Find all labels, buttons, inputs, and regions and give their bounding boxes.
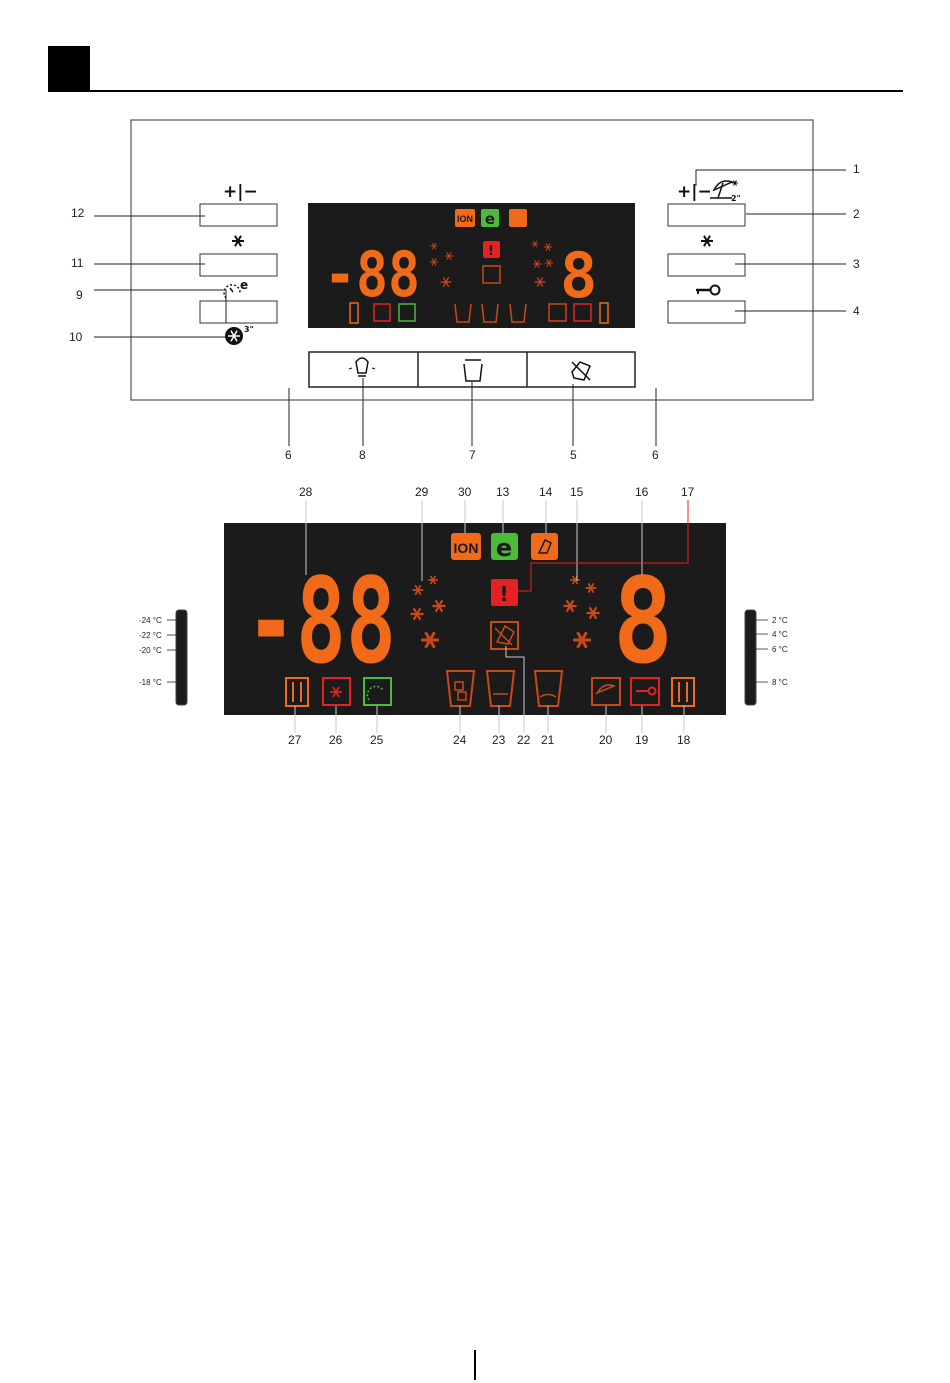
snowflake-icon [701,236,713,246]
callouts-detail-top: 28 29 30 13 14 15 16 17 [299,485,695,499]
control-panel: +|− e 3" +|− 2" [131,120,813,400]
ice-maker-off-icon [531,533,558,560]
callout-24: 24 [453,733,467,747]
callout-6-left: 6 [285,448,292,462]
detail-freezer-digits: -88 [246,552,396,690]
callout-7: 7 [469,448,476,462]
vacation-umbrella-icon: 2" [710,180,741,203]
quick-freeze-3s-icon: 3" [225,325,254,345]
svg-text:3": 3" [244,325,254,334]
snowflake-icon [232,236,244,246]
ice-maker-icon [509,209,527,227]
fridge-scale-label-1: 2 °C [772,616,788,625]
detail-eco-label: e [496,534,512,562]
svg-text:2": 2" [731,194,741,203]
callout-20: 20 [599,733,613,747]
eco-clock-icon: e [224,278,248,298]
callout-21: 21 [541,733,555,747]
callout-26: 26 [329,733,343,747]
callout-10: 10 [69,330,83,344]
callout-9: 9 [76,288,83,302]
callout-8: 8 [359,448,366,462]
freezer-scale-bar [176,610,187,705]
callout-4: 4 [853,304,860,318]
detail-alarm-label: ! [499,582,508,606]
callout-2: 2 [853,207,860,221]
fridge-scale-label-4: 8 °C [772,678,788,687]
callout-6-right: 6 [652,448,659,462]
callout-30: 30 [458,485,472,499]
callout-13: 13 [496,485,510,499]
freezer-scale-label-2: -22 °C [139,631,162,640]
fridge-scale-label-3: 6 °C [772,645,788,654]
callout-14: 14 [539,485,553,499]
left-plus-minus-label: +|− [223,182,258,202]
callout-25: 25 [370,733,384,747]
callout-28: 28 [299,485,313,499]
button-11-quick-freeze[interactable] [200,254,277,276]
callout-22: 22 [517,733,531,747]
freezer-scale-label-1: -24 °C [139,616,162,625]
callout-1: 1 [853,162,860,176]
freezer-scale-label-3: -20 °C [139,646,162,655]
callout-3: 3 [853,257,860,271]
freezer-scale-label-4: -18 °C [139,678,162,687]
water-cup-button[interactable] [419,353,526,386]
freezer-temperature-scale: -24 °C -22 °C -20 °C -18 °C [139,610,187,705]
button-4-key-lock[interactable] [668,301,745,323]
button-3-quick-cool[interactable] [668,254,745,276]
detail-display: ION e -88 8 ! [224,523,726,715]
callout-18: 18 [677,733,691,747]
eco-label: e [485,210,495,228]
callout-17: 17 [681,485,695,499]
callouts-detail-bottom: 27 26 25 24 23 22 21 20 19 18 [288,733,691,747]
fridge-digit: 8 [560,239,597,312]
right-plus-minus-label: +|− [677,182,712,202]
button-2-temp-adjust-right[interactable] [668,204,745,226]
callout-15: 15 [570,485,584,499]
callout-11: 11 [71,256,84,270]
button-12-temp-adjust-left[interactable] [200,204,277,226]
button-9-eco[interactable] [200,301,277,323]
fridge-scale-bar [745,610,756,705]
small-display: ION e -88 8 ! [308,203,635,328]
callout-5: 5 [570,448,577,462]
callout-23: 23 [492,733,506,747]
detail-fridge-digit: 8 [613,552,673,690]
section-marker [48,46,90,90]
freezer-digits: -88 [324,238,420,311]
svg-text:e: e [240,278,248,292]
fridge-temperature-scale: 2 °C 4 °C 6 °C 8 °C [745,610,788,705]
fridge-scale-label-2: 4 °C [772,630,788,639]
callout-12: 12 [71,206,85,220]
callout-29: 29 [415,485,429,499]
ice-type-button[interactable] [528,353,634,386]
callout-16: 16 [635,485,649,499]
callout-27: 27 [288,733,302,747]
key-icon [696,286,720,295]
detail-ion-label: ION [454,540,479,556]
ion-label: ION [457,214,473,224]
alarm-label: ! [488,244,494,259]
callout-19: 19 [635,733,649,747]
